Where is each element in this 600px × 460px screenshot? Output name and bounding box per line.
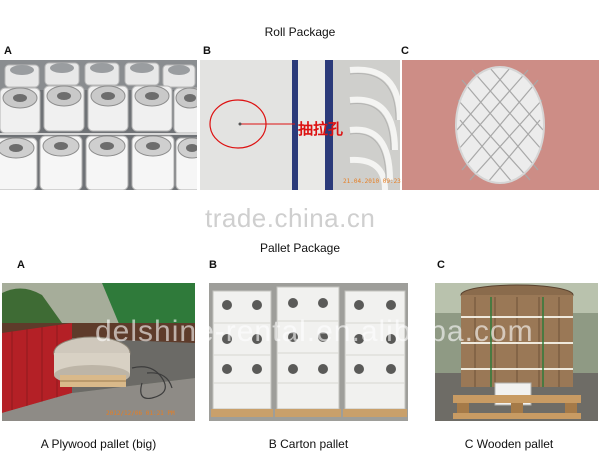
- pallet-c-photo: [435, 283, 598, 421]
- pallet-panel-b-letter: B: [209, 259, 217, 271]
- pallet-a-photo: [2, 283, 195, 421]
- trade-watermark: trade.china.cn: [205, 203, 376, 233]
- roll-panel-c-letter: C: [401, 45, 409, 57]
- roll-panel-b-letter: B: [203, 45, 211, 57]
- pallet-a-timestamp: 2012/12/06 01:21 PM: [106, 410, 175, 417]
- pallet-panel-a-letter: A: [17, 259, 25, 271]
- roll-b-photo: [200, 60, 400, 190]
- pallet-package-title: Pallet Package: [259, 241, 341, 255]
- roll-c-photo: [402, 60, 599, 190]
- pallet-panel-c-letter: C: [437, 259, 445, 271]
- roll-b-timestamp: 21.04.2010 09:23: [343, 178, 401, 185]
- plywood-pallet-truck-image: [2, 283, 195, 421]
- pull-hole-note: 抽拉孔: [298, 120, 344, 138]
- wooden-pallet-image: [435, 283, 598, 421]
- carton-pallet-caption: B Carton pallet: [268, 437, 349, 451]
- carton-pull-hole-image: [200, 60, 400, 190]
- roll-package-title: Roll Package: [264, 25, 336, 39]
- alibaba-watermark: delshine-rental.en.alibaba.com: [95, 315, 534, 348]
- stacked-rolls-image: [0, 60, 197, 190]
- carton-pallet-image: [209, 283, 408, 421]
- wound-roll-image: [402, 60, 599, 190]
- pallet-b-photo: [209, 283, 408, 421]
- roll-a-photo: [0, 60, 197, 190]
- roll-panel-a-letter: A: [4, 45, 12, 57]
- plywood-pallet-caption: A Plywood pallet (big): [40, 437, 157, 451]
- wooden-pallet-caption: C Wooden pallet: [464, 437, 554, 451]
